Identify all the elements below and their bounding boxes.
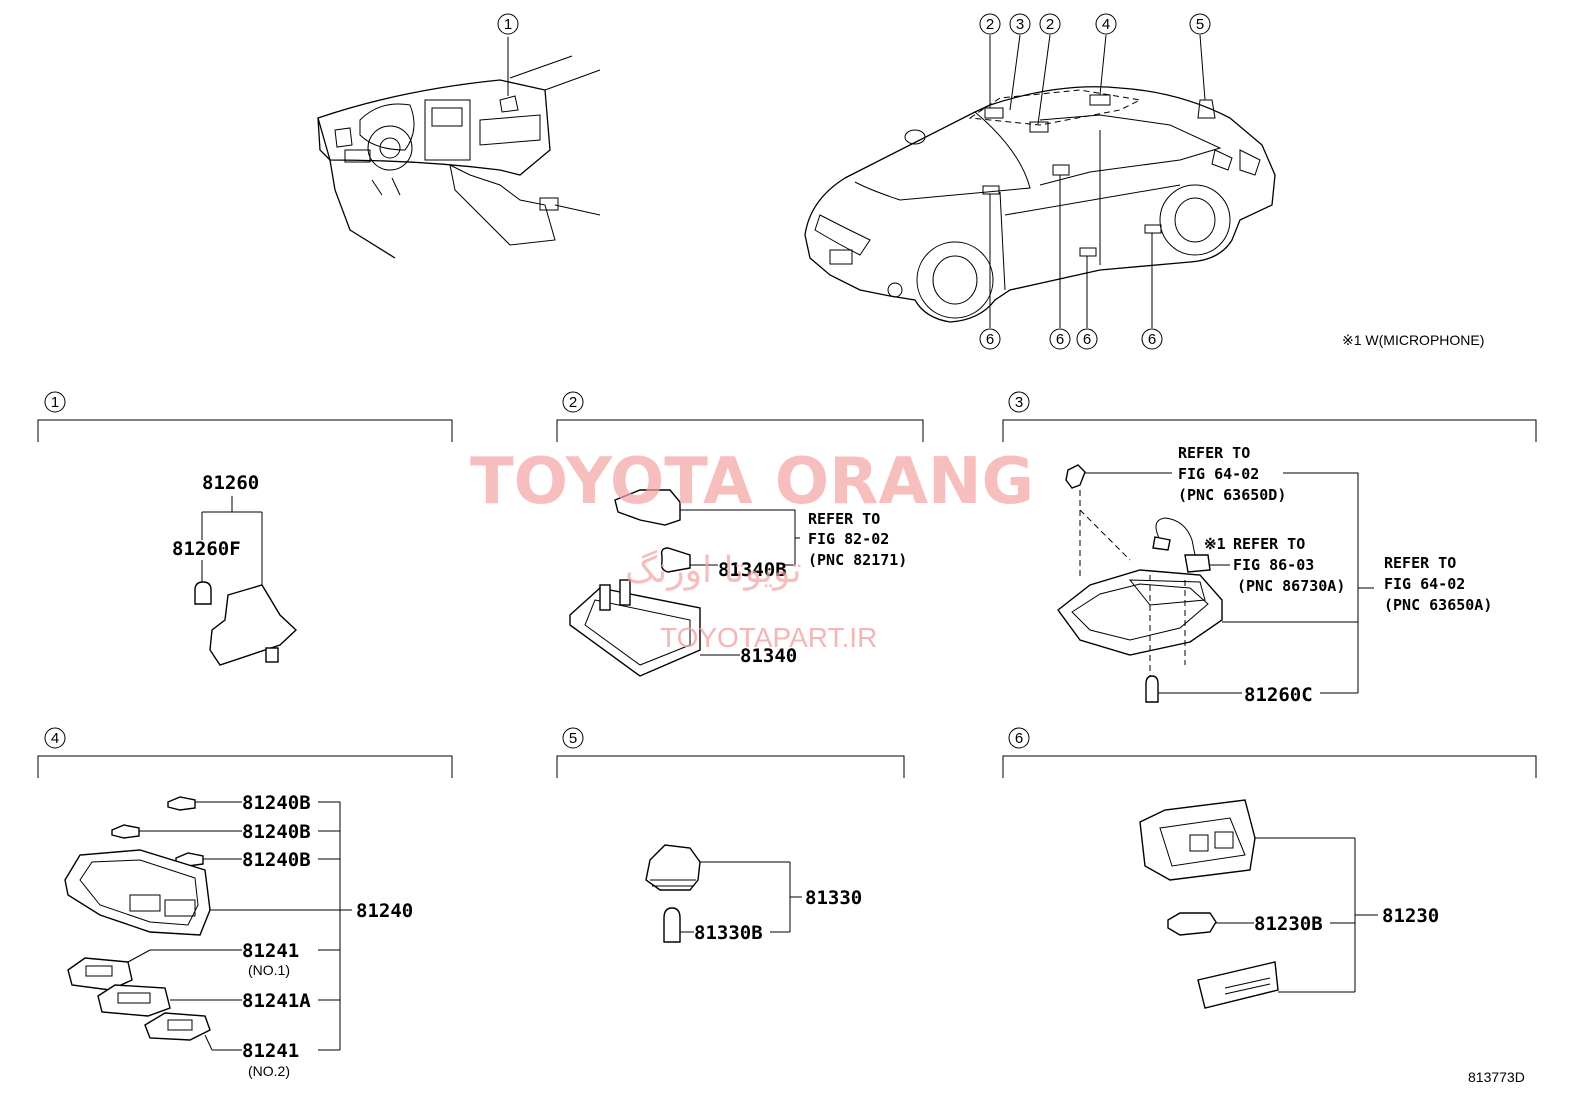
- svg-text:6: 6: [986, 331, 994, 348]
- figure-id: 813773D: [1468, 1069, 1525, 1085]
- svg-text:4: 4: [1102, 16, 1110, 33]
- svg-text:1: 1: [504, 16, 512, 33]
- part-81260F: 81260F: [172, 538, 241, 560]
- section-6-callout: 6: [1008, 727, 1030, 749]
- overhead-lamp-63650A: [1057, 569, 1223, 656]
- bulb-81340B: [660, 547, 691, 573]
- callout-2a: 2: [979, 13, 1001, 35]
- svg-text:1: 1: [51, 394, 59, 411]
- callout-6b: 6: [1049, 328, 1071, 350]
- svg-text:※1: ※1: [1204, 535, 1226, 553]
- svg-text:(PNC 82171): (PNC 82171): [808, 551, 907, 569]
- callout-4a: 4: [1095, 13, 1117, 35]
- svg-text:FIG 82-02: FIG 82-02: [808, 530, 889, 548]
- svg-text:6: 6: [1056, 331, 1064, 348]
- part-81241-2: 81241: [242, 1040, 299, 1062]
- bulb-81230B: [1167, 912, 1217, 936]
- section-5-callout: 5: [562, 727, 584, 749]
- part-81340B: 81340B: [718, 559, 787, 581]
- watermark: TOYOTA ORANG تویوتا اورنگ TOYOTAPART.IR: [470, 445, 1034, 653]
- car-illustration: [804, 34, 1276, 328]
- callout-1-top: 1: [497, 13, 519, 35]
- bulb-81240B-2: [111, 824, 140, 839]
- microphone-note: ※1 W(MICROPHONE): [1342, 332, 1484, 348]
- svg-text:3: 3: [1016, 16, 1024, 33]
- part-81241-1-note: (NO.1): [248, 962, 290, 978]
- watermark-site: TOYOTAPART.IR: [660, 622, 877, 653]
- bulb-81330B: [663, 907, 681, 943]
- microphone-86730A: [1184, 554, 1211, 573]
- callout-3a: 3: [1009, 13, 1031, 35]
- section-2: 2 REFER TO FIG 82-02 (PNC 82171) 81340B …: [556, 391, 924, 677]
- part-81241-2-note: (NO.2): [248, 1063, 290, 1079]
- section-3-callout: 3: [1008, 391, 1030, 413]
- svg-text:6: 6: [1083, 331, 1091, 348]
- part-81240: 81240: [356, 900, 413, 922]
- courtesy-lamp-81230: [1139, 799, 1256, 881]
- svg-text:3: 3: [1015, 394, 1023, 411]
- section-2-callout: 2: [562, 391, 584, 413]
- lamp-81260: [209, 584, 298, 666]
- part-81241A: 81241A: [242, 990, 311, 1012]
- svg-text:REFER TO: REFER TO: [1384, 554, 1456, 572]
- svg-text:5: 5: [569, 730, 577, 747]
- bulb-81240B-1: [167, 796, 196, 811]
- svg-text:2: 2: [1046, 16, 1054, 33]
- svg-text:(PNC 63650A): (PNC 63650A): [1384, 596, 1492, 614]
- part-81260C: 81260C: [1244, 684, 1313, 706]
- section-6: 6 81230 81230B: [1002, 727, 1537, 1009]
- svg-text:REFER TO: REFER TO: [1178, 444, 1250, 462]
- svg-text:6: 6: [1015, 730, 1023, 747]
- svg-text:(PNC 86730A): (PNC 86730A): [1237, 577, 1345, 595]
- car-callouts: 2 3 2 4 5 6 6 6 6: [979, 13, 1211, 350]
- callout-5a: 5: [1189, 13, 1211, 35]
- callout-6c: 6: [1076, 328, 1098, 350]
- part-81330B: 81330B: [694, 922, 763, 944]
- section-1: 1 81260 81260F: [37, 391, 453, 666]
- svg-text:2: 2: [986, 16, 994, 33]
- svg-text:2: 2: [569, 394, 577, 411]
- lens-81241-no1: [67, 957, 133, 991]
- lamp-81330: [645, 844, 701, 891]
- lens-81241-no2: [144, 1012, 211, 1041]
- watermark-title: TOYOTA ORANG: [470, 445, 1034, 519]
- part-81240B-2: 81240B: [242, 821, 311, 843]
- svg-text:FIG 64-02: FIG 64-02: [1178, 465, 1259, 483]
- part-81240B-3: 81240B: [242, 849, 311, 871]
- lens-81241A: [97, 984, 171, 1017]
- clip-63650D: [1065, 464, 1086, 489]
- callout-2b: 2: [1039, 13, 1061, 35]
- svg-text:FIG 64-02: FIG 64-02: [1384, 575, 1465, 593]
- socket-82171: [614, 489, 681, 526]
- svg-text:5: 5: [1196, 16, 1204, 33]
- section-4-callout: 4: [44, 727, 66, 749]
- part-81240B-1: 81240B: [242, 792, 311, 814]
- part-81241-1: 81241: [242, 940, 299, 962]
- part-81260: 81260: [202, 472, 259, 494]
- svg-text:REFER TO: REFER TO: [808, 510, 880, 528]
- part-81340: 81340: [740, 645, 797, 667]
- part-81230: 81230: [1382, 905, 1439, 927]
- svg-text:(PNC 63650D): (PNC 63650D): [1178, 486, 1286, 504]
- watermark-persian: تویوتا اورنگ: [625, 549, 802, 591]
- bulb-81260C: [1145, 675, 1159, 703]
- callout-6d: 6: [1141, 328, 1163, 350]
- dashboard-illustration: [317, 37, 601, 259]
- bulb-81260F: [194, 581, 212, 605]
- section-5: 5 81330 81330B: [556, 727, 905, 944]
- callout-6a: 6: [979, 328, 1001, 350]
- part-81330: 81330: [805, 887, 862, 909]
- section-1-callout: 1: [44, 391, 66, 413]
- section-3: 3 REFER TO FIG 64-02 (PNC 63650D) REFER …: [1002, 391, 1537, 706]
- svg-text:6: 6: [1148, 331, 1156, 348]
- part-81230B: 81230B: [1254, 913, 1323, 935]
- svg-text:4: 4: [51, 730, 59, 747]
- svg-text:FIG 86-03: FIG 86-03: [1233, 556, 1314, 574]
- section-4: 4 81240B 81240B 81240B 81240 81241 (NO.1…: [37, 727, 453, 1079]
- svg-text:REFER TO: REFER TO: [1233, 535, 1305, 553]
